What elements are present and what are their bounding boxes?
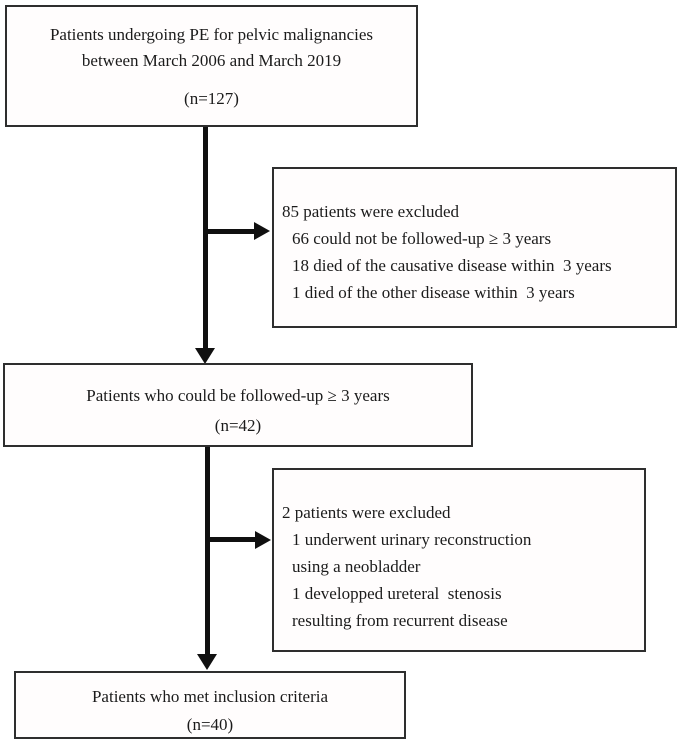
exclusion-1-title: 85 patients were excluded: [282, 202, 460, 221]
exclusion-2-item: using a neobladder: [292, 557, 421, 576]
exclusion-2-title: 2 patients were excluded: [282, 503, 451, 522]
enrollment-line-2: between March 2006 and March 2019: [81, 51, 342, 70]
followup-line: Patients who could be followed-up ≥ 3 ye…: [86, 386, 390, 405]
down-arrowhead-icon-1: [195, 348, 215, 364]
down-arrow-stem-1: [203, 127, 208, 349]
exclusion-1-item: 18 died of the causative disease within …: [292, 256, 612, 275]
exclusion-1-item: 1 died of the other disease within 3 yea…: [292, 283, 575, 302]
exclusion-2-item: 1 underwent urinary reconstruction: [292, 530, 532, 549]
right-arrowhead-icon-2: [255, 531, 271, 549]
inclusion-n-count: (n=40): [186, 715, 234, 734]
down-arrowhead-icon-2: [197, 654, 217, 670]
exclusion-box-2: 2 patients were excluded 1 underwent uri…: [272, 468, 646, 652]
enrollment-box: Patients undergoing PE for pelvic malign…: [5, 5, 418, 127]
exclusion-2-item: 1 developped ureteral stenosis: [292, 584, 502, 603]
exclusion-1-item: 66 could not be followed-up ≥ 3 years: [292, 229, 552, 248]
followup-n-count: (n=42): [214, 416, 262, 435]
exclusion-2-item: resulting from recurrent disease: [292, 611, 508, 630]
inclusion-box: Patients who met inclusion criteria (n=4…: [14, 671, 406, 739]
right-arrow-stem-2: [207, 537, 256, 542]
enrollment-n-count: (n=127): [184, 89, 239, 108]
enrollment-line-1: Patients undergoing PE for pelvic malign…: [49, 25, 374, 44]
right-arrowhead-icon-1: [254, 222, 270, 240]
followup-box: Patients who could be followed-up ≥ 3 ye…: [3, 363, 473, 447]
inclusion-line: Patients who met inclusion criteria: [91, 687, 329, 706]
exclusion-box-1: 85 patients were excluded 66 could not b…: [272, 167, 677, 328]
down-arrow-stem-2: [205, 447, 210, 655]
right-arrow-stem-1: [205, 229, 255, 234]
